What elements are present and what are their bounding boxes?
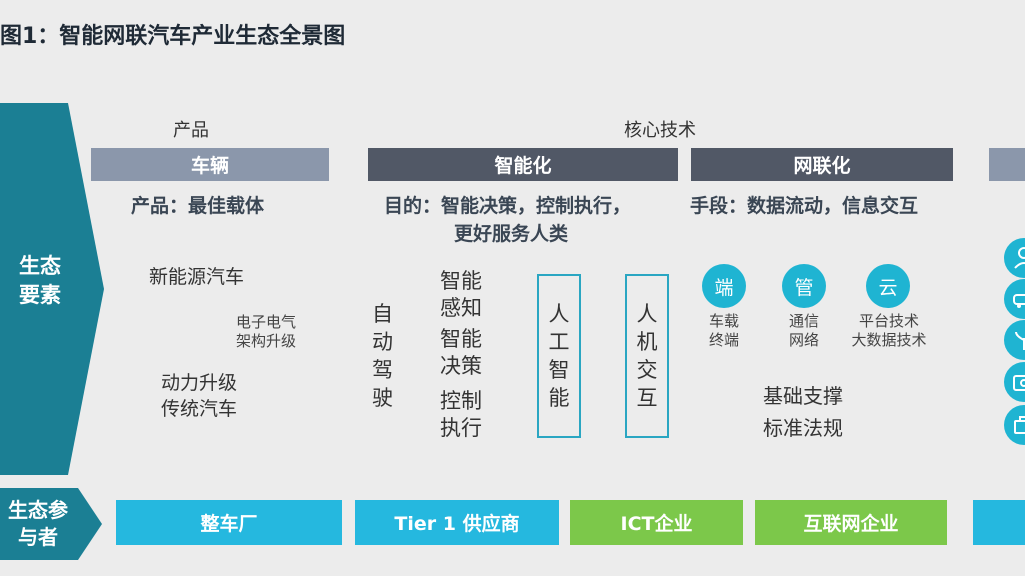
ecology-elements-label: 生态 要素 bbox=[19, 254, 61, 307]
new-energy-vehicle: 新能源汽车 bbox=[149, 266, 245, 288]
power-upgrade: 动力升级 bbox=[161, 372, 238, 394]
foundation-support: 基础支撑 标准法规 bbox=[763, 384, 843, 440]
terminal-circle: 端 bbox=[702, 264, 746, 308]
cloud-circle: 云 bbox=[866, 264, 910, 308]
intelligent-subtitle-2: 更好服务人类 bbox=[454, 223, 569, 245]
autonomous-driving: 自 动 驾 驶 bbox=[372, 302, 393, 410]
vehicle-terminal-label: 车载 终端 bbox=[708, 312, 739, 349]
participant-ict: ICT企业 bbox=[570, 500, 743, 545]
participant-oem: 整车厂 bbox=[116, 500, 342, 545]
smart-perception: 智能 感知 bbox=[440, 269, 482, 320]
ai-box: 人 工 智 能 bbox=[537, 274, 581, 438]
plant-icon bbox=[1004, 320, 1025, 360]
pipe-circle: 管 bbox=[782, 264, 826, 308]
connected-header: 网联化 bbox=[691, 148, 953, 181]
participants-label: 生态参 与者 bbox=[8, 498, 68, 549]
camera-icon bbox=[1004, 362, 1025, 402]
briefcase-icon bbox=[1004, 405, 1025, 445]
participant-cropped bbox=[973, 500, 1025, 545]
traditional-vehicle: 传统汽车 bbox=[161, 398, 238, 420]
page-title: 图1：智能网联汽车产业生态全景图 bbox=[0, 24, 346, 49]
control-execution: 控制 执行 bbox=[440, 389, 482, 440]
hmi-box: 人 机 交 互 bbox=[625, 274, 669, 438]
core-tech-label: 核心技术 bbox=[624, 120, 696, 141]
smart-decision: 智能 决策 bbox=[440, 327, 482, 378]
ee-architecture: 电子电气 架构升级 bbox=[236, 313, 297, 350]
platform-tech-label: 平台技术 大数据技术 bbox=[851, 312, 927, 349]
ecology-elements-arrow bbox=[0, 103, 104, 475]
participant-tier1: Tier 1 供应商 bbox=[355, 500, 559, 545]
participant-internet: 互联网企业 bbox=[755, 500, 947, 545]
vehicle-subtitle: 产品：最佳载体 bbox=[131, 195, 265, 217]
car-icon bbox=[1004, 279, 1025, 319]
connected-subtitle: 手段：数据流动，信息交互 bbox=[690, 195, 919, 217]
intelligent-subtitle-1: 目的：智能决策，控制执行， bbox=[384, 195, 632, 217]
comm-network-label: 通信 网络 bbox=[788, 312, 819, 349]
person-icon bbox=[1004, 238, 1025, 278]
cropped-header bbox=[989, 148, 1025, 181]
intelligent-header: 智能化 bbox=[368, 148, 678, 181]
product-label: 产品 bbox=[173, 120, 209, 141]
participants-arrow bbox=[0, 488, 102, 560]
vehicle-header: 车辆 bbox=[91, 148, 329, 181]
